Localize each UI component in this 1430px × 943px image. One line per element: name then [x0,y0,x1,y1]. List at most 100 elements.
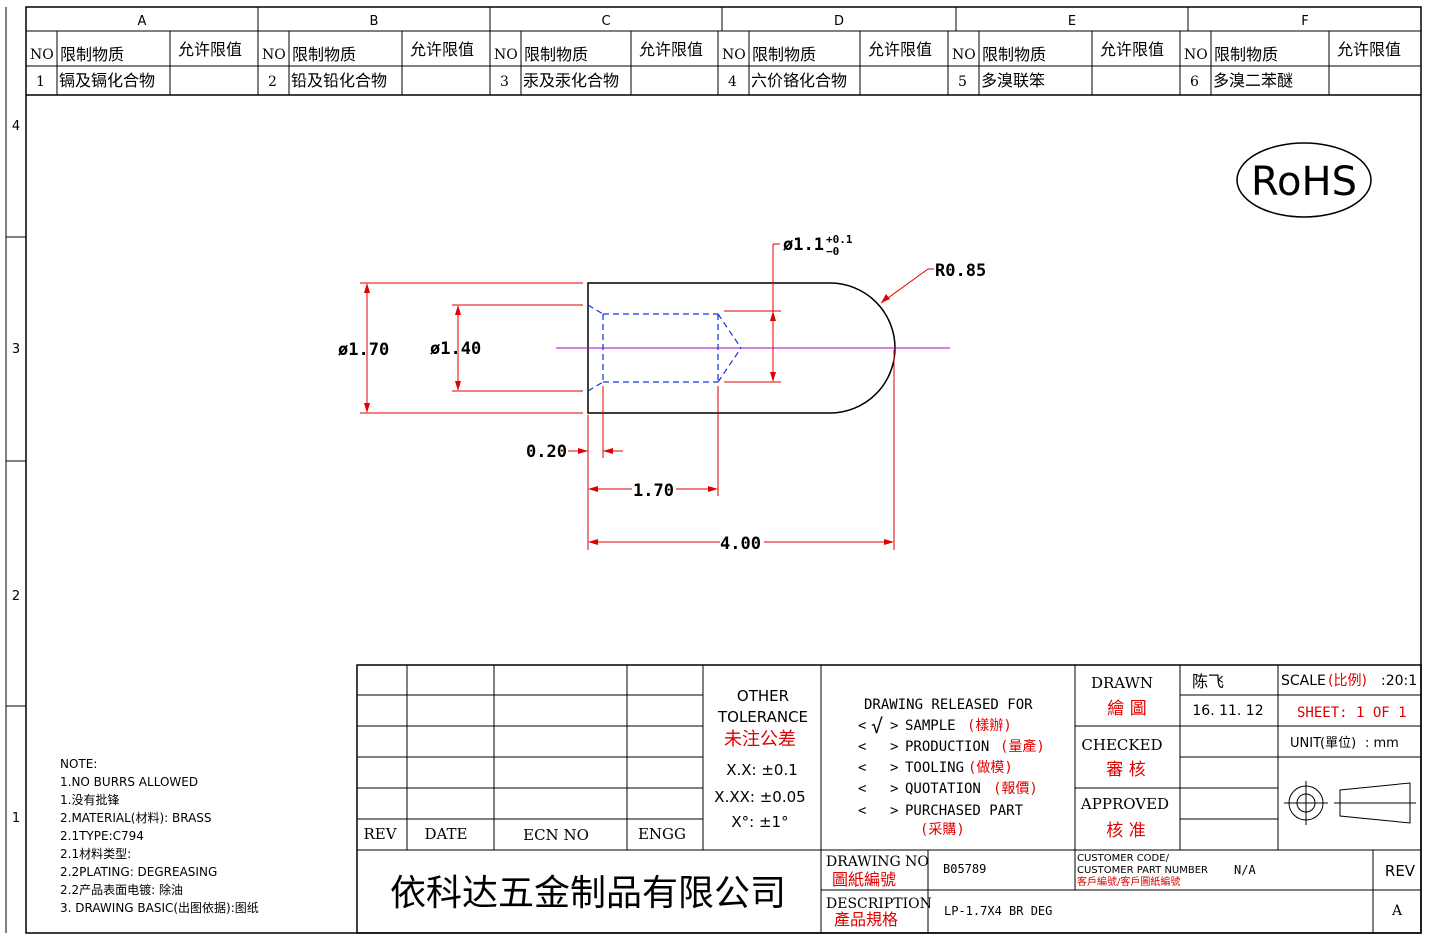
release-bracket: < [858,718,866,734]
rev-label: REV [1385,862,1416,880]
tolerance-title-cn: 未注公差 [724,729,796,750]
dim-drill-dia: ø1.1 [783,235,824,255]
release-check-mark: √ [871,714,883,738]
customer-label-2: CUSTOMER PART NUMBER [1077,865,1208,876]
unit-value: : mm [1365,736,1399,751]
release-item-sample-cn: (樣辦) [967,717,1012,734]
zone-row-4: 4 [12,119,20,134]
zone-rows: 4 3 2 1 [5,7,26,933]
zone-columns: A B C D E F [26,7,1421,32]
customer-label-cn: 客戶編號/客戶圖紙編號 [1077,875,1180,888]
note-line: 2.1材料类型: [60,847,131,861]
checked-label: CHECKED [1081,736,1162,754]
table-row-no: 2 [268,74,277,90]
table-row-substance: 多溴二苯醚 [1213,71,1293,90]
svg-text:>: > [890,718,898,734]
table-header-substance: 限制物质 [292,45,356,64]
release-item-tooling: TOOLING [905,760,964,776]
customer-value: N/A [1234,863,1256,877]
notes-title: NOTE: [60,757,97,771]
dimension-texts: ø1.70 ø1.40 ø1.1 +0.1 −0 R0.85 0.20 1.70… [338,233,986,554]
table-row-no: 4 [728,74,737,90]
table-header-limit: 允许限值 [410,40,474,59]
ecn-col-label: ECN NO [523,826,589,844]
svg-text:>: > [890,781,898,797]
drawing-no-value: B05789 [943,862,986,876]
scale-value: :20:1 [1381,673,1417,689]
table-header-limit: 允许限值 [639,40,703,59]
zone-row-2: 2 [12,589,20,604]
approved-label-cn: 核 准 [1106,821,1145,841]
notes: NOTE: 1.NO BURRS ALLOWED 1.没有批锋 2.MATERI… [60,757,259,915]
table-header-limit: 允许限值 [1337,40,1401,59]
description-label: DESCRIPTION [826,896,932,912]
scale-label: SCALE [1281,673,1326,689]
approved-label: APPROVED [1080,795,1169,813]
table-row-substance: 镉及镉化合物 [59,71,155,90]
sheet-label: SHEET: 1 OF 1 [1297,705,1407,721]
note-line: 1.没有批锋 [60,792,119,807]
checked-label-cn: 審 核 [1106,760,1145,780]
tolerance-block: OTHER TOLERANCE 未注公差 X.X: ±0.1 X.XX: ±0.… [714,687,808,831]
drawing-no-label: DRAWING NO [826,854,929,870]
zone-col-a: A [138,14,147,29]
table-row-no: 1 [36,74,45,90]
table-header-no: NO [262,47,286,63]
tolerance-xxx: X.XX: ±0.05 [714,788,805,806]
dim-bore-depth: 1.70 [633,481,674,501]
scale-label-cn: (比例) [1328,673,1367,689]
zone-col-c: C [601,14,610,29]
tolerance-xx: X.X: ±0.1 [726,761,798,779]
part-view: ø1.70 ø1.40 ø1.1 +0.1 −0 R0.85 0.20 1.70… [338,233,986,554]
tolerance-title-2: TOLERANCE [717,708,808,726]
table-header-substance: 限制物质 [1214,45,1278,64]
zone-col-b: B [370,14,379,29]
table-row-no: 6 [1190,74,1199,90]
dim-drill-tol-minus: −0 [826,245,839,258]
release-item-purchased: PURCHASED PART [905,803,1024,819]
svg-text:>: > [890,803,898,819]
dim-drill-tol-plus: +0.1 [826,233,853,246]
identification-block: 依科达五金制品有限公司 DRAWING NO 圖紙編號 B05789 CUSTO… [390,853,1416,929]
dim-bore-dia: ø1.40 [430,339,481,359]
table-row-substance: 汞及汞化合物 [523,71,619,90]
table-row-no: 5 [958,74,967,90]
title-block [356,664,1422,934]
svg-text:>: > [890,739,898,755]
release-block: DRAWING RELEASED FOR < √ > SAMPLE (樣辦) <… [858,697,1045,838]
customer-label-1: CUSTOMER CODE/ [1077,853,1170,864]
unit-label-cn: (單位) [1320,736,1356,751]
table-row-substance: 多溴联笨 [981,71,1045,90]
table-header-limit: 允许限值 [1100,40,1164,59]
release-item-sample: SAMPLE [905,718,956,734]
restriction-table: NO 限制物质 允许限值 1 镉及镉化合物 NO 限制物质 允许限值 2 铅及铅化合物 NO 限制物质… [26,31,1421,96]
release-item-quotation: QUOTATION [905,781,981,797]
table-header-no: NO [952,47,976,63]
dimension-arrows [364,283,894,545]
table-header-limit: 允许限值 [868,40,932,59]
dim-chamfer: 0.20 [526,442,567,462]
tolerance-angle: X°: ±1° [731,813,788,831]
zone-col-f: F [1301,14,1308,29]
projection-symbol-icon [1284,781,1416,825]
table-header-no: NO [1184,47,1208,63]
svg-text:<: < [858,781,866,797]
table-row-substance: 铅及铅化合物 [291,71,387,90]
signoff-block: DRAWN 繪 圖 陈飞 16. 11. 12 CHECKED 審 核 APPR… [1080,672,1264,841]
note-line: 2.2PLATING: DEGREASING [60,865,217,879]
table-header-substance: 限制物质 [982,45,1046,64]
note-line: 2.1TYPE:C794 [60,829,144,843]
release-title: DRAWING RELEASED FOR [864,697,1033,713]
svg-text:>: > [890,760,898,776]
release-item-production-cn: (量產) [1000,738,1045,755]
release-item-tooling-cn: (做模) [968,760,1013,776]
rohs-mark: RoHS [1236,142,1372,218]
revision-header: REV DATE ECN NO ENGG [363,825,686,844]
company-name: 依科达五金制品有限公司 [390,873,786,914]
drawn-label: DRAWN [1091,674,1153,692]
drawing-no-label-cn: 圖紙編號 [832,870,896,889]
scale-block: SCALE (比例) :20:1 SHEET: 1 OF 1 UNIT (單位)… [1281,673,1417,751]
svg-text:<: < [858,803,866,819]
table-header-substance: 限制物质 [524,45,588,64]
release-item-production: PRODUCTION [905,739,989,755]
